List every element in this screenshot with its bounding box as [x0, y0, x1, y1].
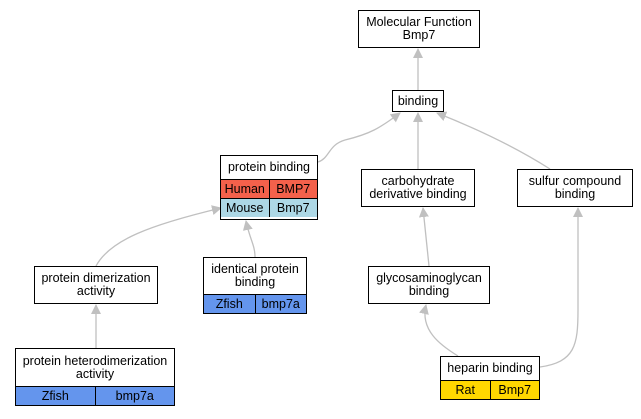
- annotation-row: Zfish bmp7a: [204, 294, 306, 313]
- annotation-row: Mouse Bmp7: [221, 198, 317, 217]
- node-label-line: glycosaminoglycan: [376, 271, 482, 285]
- node-label-line: binding: [234, 275, 276, 289]
- annotation-row: Human BMP7: [221, 179, 317, 198]
- gene-cell: BMP7: [268, 180, 317, 198]
- node-protein-heterodimerization-activity[interactable]: protein heterodimerization activity Zfis…: [15, 348, 175, 406]
- node-label-line: binding: [408, 284, 450, 298]
- species-cell: Zfish: [204, 295, 255, 313]
- node-label-line: activity: [75, 366, 115, 381]
- node-glycosaminoglycan-binding[interactable]: glycosaminoglycan binding: [368, 266, 490, 304]
- node-protein-dimerization-activity[interactable]: protein dimerization activity: [34, 266, 158, 304]
- node-heparin-binding[interactable]: heparin binding Rat Bmp7: [440, 356, 540, 400]
- node-sulfur-compound-binding[interactable]: sulfur compound binding: [517, 169, 633, 207]
- node-label-line: sulfur compound: [528, 174, 622, 188]
- gene-cell: bmp7a: [94, 387, 174, 405]
- species-cell: Human: [221, 180, 269, 198]
- species-cell: Zfish: [16, 387, 95, 405]
- node-label-line: heparin binding: [447, 361, 533, 375]
- node-molecular-function[interactable]: Molecular Function Bmp7: [358, 10, 480, 48]
- species-cell: Rat: [441, 381, 490, 399]
- edge-heparin_binding-to-sulfur_compound_binding: [539, 207, 583, 368]
- species-cell: Mouse: [221, 199, 269, 217]
- gene-cell: Bmp7: [489, 381, 539, 399]
- node-label-line: protein dimerization: [41, 271, 151, 285]
- edge-identical_protein_binding-to-protein_binding: [242, 220, 256, 258]
- node-binding[interactable]: binding: [392, 90, 444, 112]
- node-label-line: carbohydrate: [381, 174, 455, 188]
- node-label-line: binding: [397, 93, 439, 108]
- node-label-line: activity: [76, 284, 116, 298]
- edge-protein_dimerization_activity-to-protein_binding: [95, 205, 222, 267]
- gene-cell: bmp7a: [254, 295, 306, 313]
- node-label-line: identical protein: [211, 262, 299, 276]
- node-label-line: derivative binding: [369, 187, 467, 201]
- node-label-line: Bmp7: [402, 28, 436, 42]
- edge-glycosaminoglycan_binding-to-carbohydrate_derivative_binding: [418, 207, 430, 267]
- node-identical-protein-binding[interactable]: identical protein binding Zfish bmp7a: [203, 257, 307, 314]
- node-carbohydrate-derivative-binding[interactable]: carbohydrate derivative binding: [361, 169, 475, 207]
- gene-cell: Bmp7: [268, 199, 317, 217]
- annotation-row: Rat Bmp7: [441, 380, 539, 399]
- edge-protein_binding-to-binding: [317, 112, 401, 163]
- edge-sulfur_compound_binding-to-binding: [436, 111, 551, 170]
- node-label-line: binding: [554, 187, 596, 201]
- node-label-line: protein heterodimerization: [22, 353, 168, 368]
- node-label-line: protein binding: [227, 160, 310, 174]
- annotation-row: Zfish bmp7a: [16, 386, 174, 405]
- edge-heparin_binding-to-glycosaminoglycan_binding: [419, 304, 459, 357]
- node-label-line: Molecular Function: [366, 15, 472, 29]
- node-protein-binding[interactable]: protein binding Human BMP7 Mouse Bmp7: [220, 155, 318, 220]
